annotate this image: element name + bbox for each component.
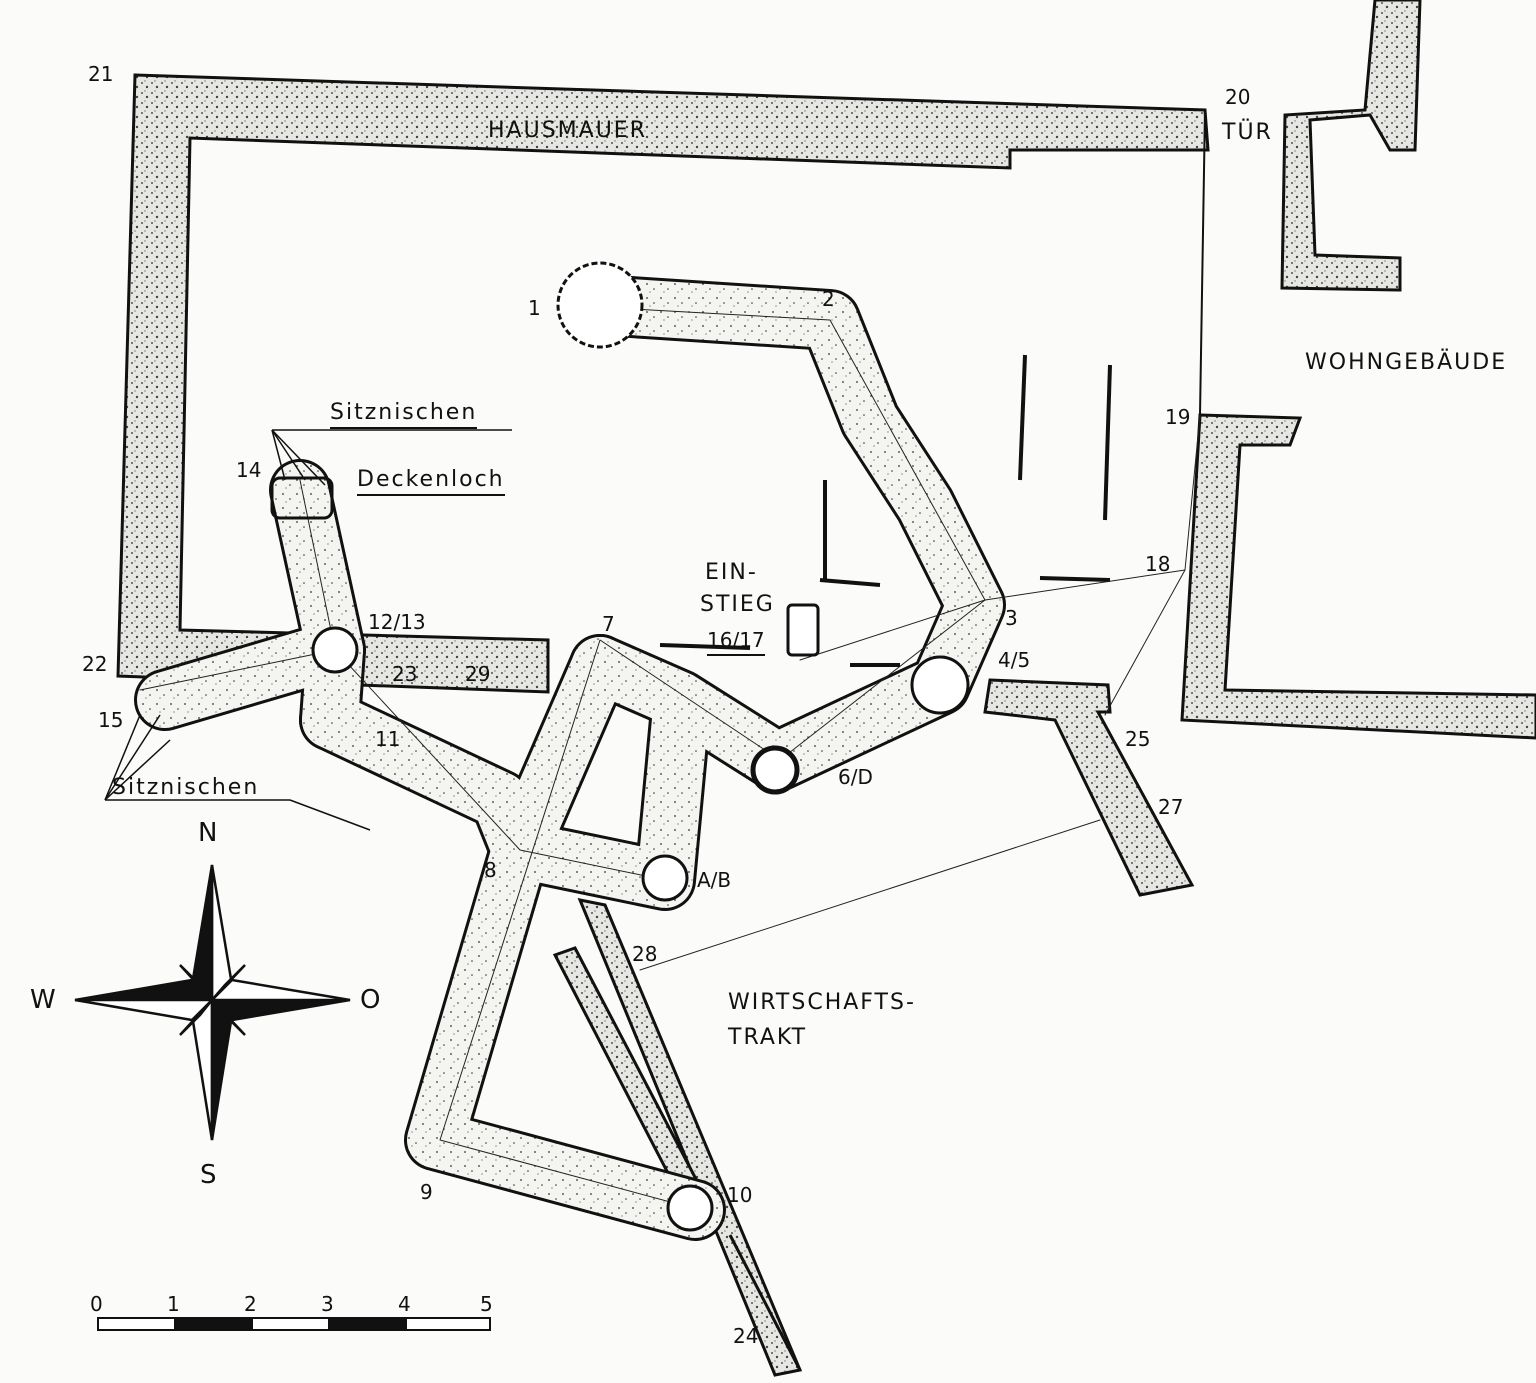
scale-tick-0: 0 [90,1292,103,1316]
scale-tick-1: 1 [167,1292,180,1316]
farm-wing-walls [552,678,1195,1377]
scale-tick-2: 2 [244,1292,257,1316]
point-a-b: A/B [697,868,732,892]
point-2: 2 [822,287,835,311]
point-23: 23 [392,662,418,686]
label-farm-wing-1: WIRTSCHAFTS- [728,990,916,1015]
compass-north: N [198,818,220,848]
label-seat-niches-top: Sitznischen [330,400,478,429]
house-wall [116,73,1210,694]
label-door: TÜR [1222,120,1273,145]
compass-rose [74,864,351,1141]
point-21: 21 [88,62,114,86]
compass-south: S [200,1160,219,1190]
point-25: 25 [1125,727,1151,751]
point-1: 1 [528,296,541,320]
inner-walls [659,354,1112,667]
compass-west: W [30,985,58,1015]
point-12-13: 12/13 [368,610,426,634]
label-seat-niches-bottom: Sitznischen [112,775,260,800]
point-15: 15 [98,708,124,732]
compass-east: O [360,985,383,1015]
point-29: 29 [465,662,491,686]
point-11: 11 [375,727,401,751]
point-18: 18 [1145,552,1171,576]
scale-tick-4: 4 [398,1292,411,1316]
point-24: 24 [733,1324,759,1348]
label-ceiling-hole: Deckenloch [357,467,505,496]
label-farm-wing-2: TRAKT [728,1025,808,1050]
label-entrance-2: STIEG [700,592,775,617]
point-22: 22 [82,652,108,676]
chambers [270,261,970,1232]
label-residence: WOHNGEBÄUDE [1305,350,1508,375]
label-hausmauer: HAUSMAUER [488,118,647,143]
point-14: 14 [236,458,262,482]
point-9: 9 [420,1180,433,1204]
point-19: 19 [1165,405,1191,429]
point-3: 3 [1005,606,1018,630]
residence-walls [1180,0,1536,740]
point-28: 28 [632,942,658,966]
scale-tick-3: 3 [321,1292,334,1316]
point-7: 7 [602,612,615,636]
point-20: 20 [1225,85,1251,109]
scale-tick-5: 5 [480,1292,493,1316]
point-10: 10 [727,1183,753,1207]
point-16-17: 16/17 [707,628,765,656]
point-27: 27 [1158,795,1184,819]
scale-bar [97,1317,491,1331]
point-8: 8 [484,858,497,882]
label-entrance-1: EIN- [705,560,758,585]
leader-lines [104,429,512,831]
point-6-d: 6/D [838,765,873,789]
point-4-5: 4/5 [998,648,1031,672]
